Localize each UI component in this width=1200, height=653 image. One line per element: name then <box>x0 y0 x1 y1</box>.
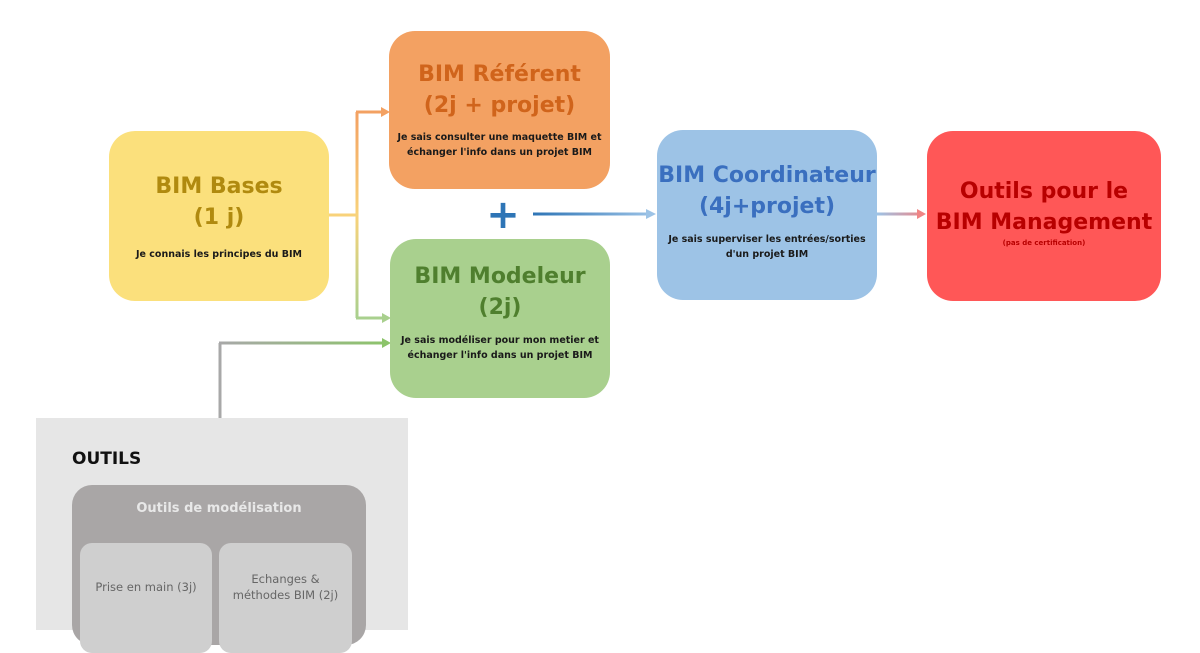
bim-referent-title: BIM Référent (2j + projet) <box>418 62 581 118</box>
outils-heading: OUTILS <box>72 449 142 469</box>
arrow-to-referent <box>356 107 390 117</box>
bim-referent-description: Je sais consulter une maquette BIM et éc… <box>397 132 602 158</box>
arrow-to-coordinateur <box>533 209 656 219</box>
bim-bases-box: BIM Bases (1 j) Je connais les principes… <box>109 131 329 301</box>
bim-modeleur-box: BIM Modeleur (2j) Je sais modéliser pour… <box>390 239 610 398</box>
bim-referent-box: BIM Référent (2j + projet) Je sais consu… <box>389 31 610 189</box>
modeling-tools-title: Outils de modélisation <box>136 501 302 516</box>
bim-management-box: Outils pour le BIM Management (pas de ce… <box>927 131 1161 301</box>
bim-management-note: (pas de certification) <box>1002 239 1086 247</box>
bim-coordinateur-title: BIM Coordinateur (4j+projet) <box>658 163 876 219</box>
arrow-to-modeleur <box>356 313 391 323</box>
prise-en-main-card: Prise en main (3j) <box>80 543 212 653</box>
modeling-tools-card: Outils de modélisation Prise en main (3j… <box>72 485 366 653</box>
bases-connector <box>329 112 359 318</box>
connector-arrows <box>218 107 926 485</box>
outils-panel: OUTILS Outils de modélisation Prise en m… <box>36 418 408 653</box>
bim-bases-description: Je connais les principes du BIM <box>136 249 302 260</box>
bim-modeleur-title: BIM Modeleur (2j) <box>414 264 586 320</box>
bim-bases-title: BIM Bases (1 j) <box>155 174 283 230</box>
plus-sign: + <box>486 192 520 238</box>
bim-management-title: Outils pour le BIM Management <box>935 179 1153 235</box>
echanges-methodes-card: Echanges & méthodes BIM (2j) <box>219 543 352 653</box>
bim-modeleur-description: Je sais modéliser pour mon metier et éch… <box>401 335 599 361</box>
bim-coordinateur-box: BIM Coordinateur (4j+projet) Je sais sup… <box>657 130 877 300</box>
bim-coordinateur-description: Je sais superviser les entrées/sorties d… <box>668 234 866 260</box>
arrow-to-management <box>877 209 926 219</box>
